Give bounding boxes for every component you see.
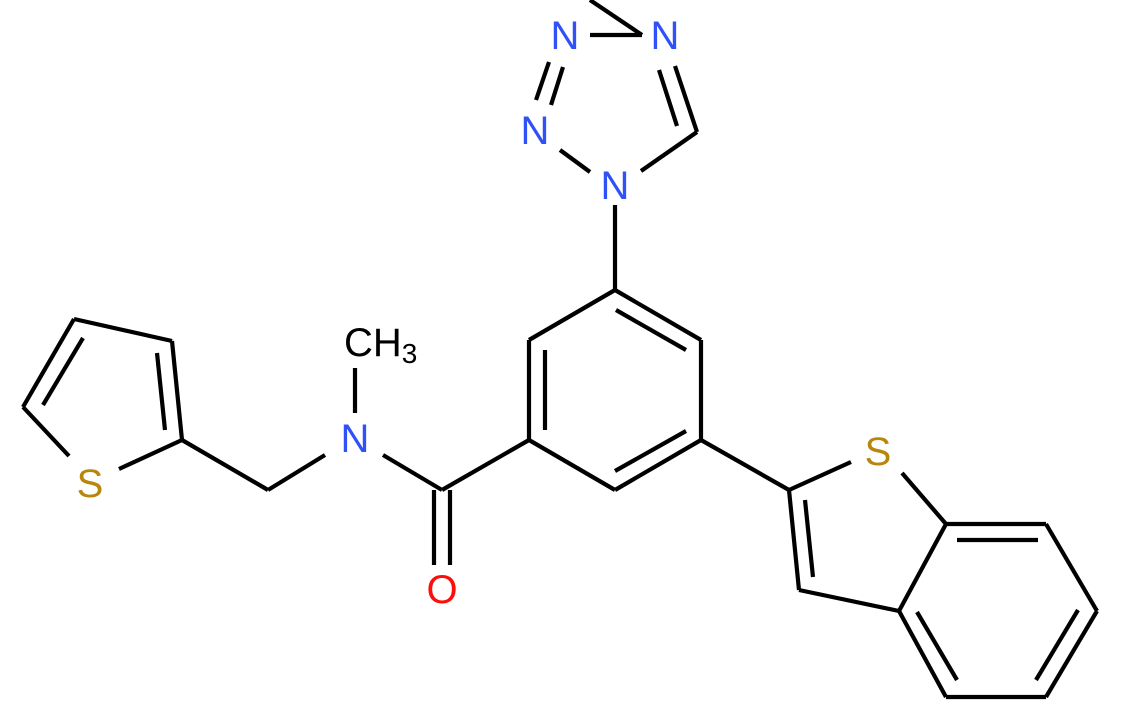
atom-s-thiophene: S	[77, 462, 104, 506]
bond-n-n1	[558, 148, 592, 174]
bond-n-n-top	[588, 0, 644, 37]
thiophene-ring	[21, 316, 270, 492]
amide-group	[266, 368, 531, 565]
bond-n-c-outer	[673, 65, 699, 133]
atom-n-tetrazole-top-right: N	[651, 14, 680, 58]
atom-n-amide: N	[341, 417, 370, 461]
bond-n-c-inner	[657, 69, 679, 127]
atom-methyl: CH3	[344, 321, 417, 369]
atom-o-carbonyl: O	[426, 568, 457, 612]
atom-s-benzothiophene: S	[865, 430, 892, 474]
atom-n-tetrazole-top-left: N	[551, 14, 580, 58]
benzothiophene-ring	[699, 438, 1099, 700]
bond-n-n-double-a	[534, 61, 551, 101]
central-benzene-ring	[526, 288, 704, 492]
bond-c-n1	[639, 130, 699, 173]
atom-n-tetrazole-left: N	[521, 109, 550, 153]
atom-n-tetrazole-attach: N	[601, 164, 630, 208]
bond-n-n-double-b	[548, 66, 566, 106]
tetrazole-ring	[534, 0, 699, 290]
